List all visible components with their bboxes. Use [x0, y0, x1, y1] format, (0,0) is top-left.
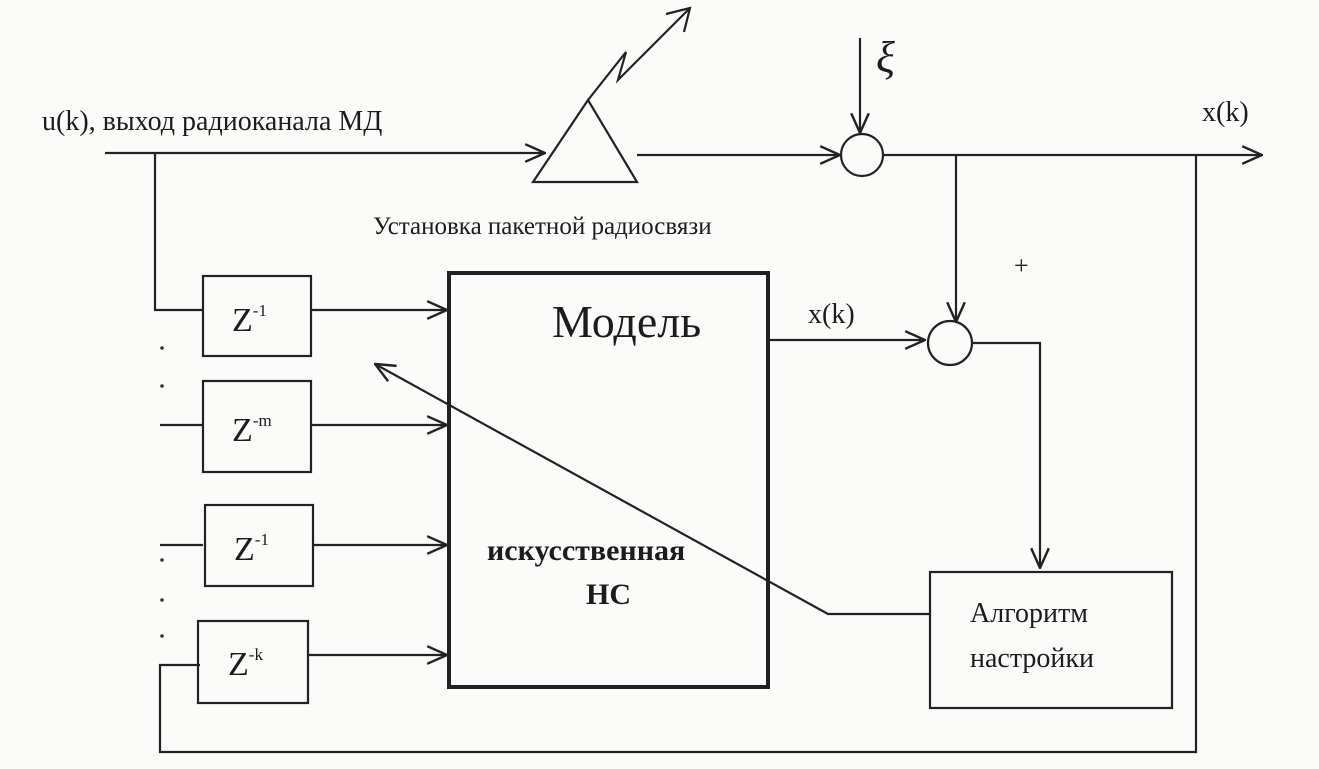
plus-sign: + [1014, 251, 1029, 280]
delay-label-zk: Z-k [228, 645, 263, 683]
delay-base: Z [234, 531, 255, 568]
error-line [972, 341, 1040, 568]
adaptation-arrow [375, 364, 930, 616]
delay-base: Z [232, 412, 253, 449]
model-title: Модель [552, 296, 701, 347]
delay-exponent: -1 [253, 301, 267, 320]
summing-junction-1 [839, 132, 885, 178]
algorithm-label-line1: Алгоритм [970, 598, 1088, 629]
delay-exponent: -m [253, 411, 272, 430]
transmitter-triangle [530, 97, 639, 184]
noise-label: ξ [876, 33, 895, 82]
delay-tap-line [153, 153, 203, 312]
ellipsis-dots [160, 346, 164, 638]
delay-exponent: -1 [255, 530, 269, 549]
station-label: Установка пакетной радиосвязи [373, 213, 712, 240]
tuning-algorithm-block [928, 570, 1174, 710]
output-label: x(k) [1202, 97, 1249, 128]
summing-junction-2 [926, 319, 974, 367]
antenna-arrowhead [665, 6, 692, 33]
output-feedback-line [158, 155, 1198, 754]
model-block [447, 271, 770, 689]
algorithm-label-line2: настройки [970, 643, 1094, 674]
delay-base: Z [228, 646, 249, 683]
model-output-label: x(k) [808, 299, 855, 330]
delay-block-zm [201, 379, 313, 474]
delay-base: Z [232, 302, 253, 339]
antenna-icon [587, 7, 691, 101]
delay-block-zk [196, 619, 310, 705]
nn-label-line1: искусственная [487, 534, 685, 567]
delay-block-z1 [201, 274, 313, 358]
delay-label-zm: Z-m [232, 411, 272, 449]
nn-label-line2: НС [586, 578, 631, 611]
delay-label-z1: Z-1 [232, 301, 267, 339]
delay-label-z1b: Z-1 [234, 530, 269, 568]
delay-exponent: -k [249, 645, 264, 664]
input-label: u(k), выход радиоканала МД [42, 106, 382, 137]
